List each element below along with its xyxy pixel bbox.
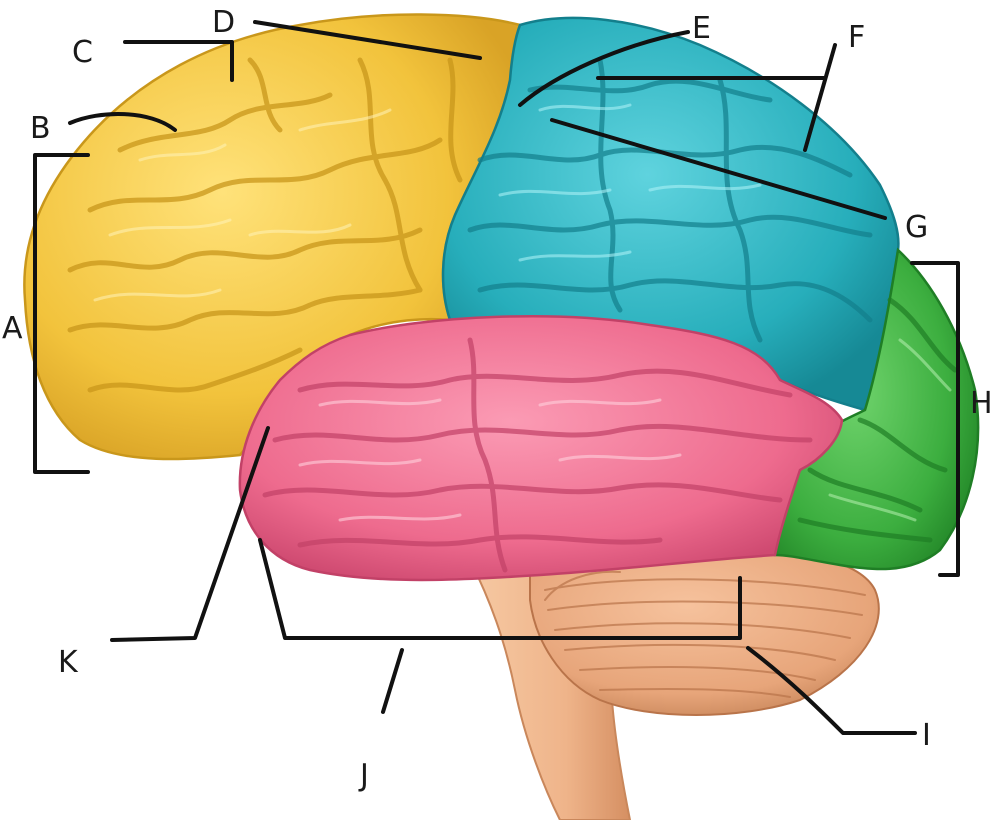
leader-i — [746, 646, 917, 735]
parietal-lobe — [441, 16, 900, 412]
label-k: K — [58, 645, 79, 680]
occipital-lobe — [773, 247, 980, 571]
leader-g — [550, 118, 887, 220]
label-i: I — [922, 718, 931, 753]
labels: A B C D E F G H I J K — [2, 5, 993, 793]
leader-h-bracket — [910, 261, 960, 577]
label-d: D — [212, 5, 235, 40]
leader-j-tail — [381, 648, 404, 714]
label-a: A — [2, 311, 23, 346]
label-h: H — [970, 386, 993, 421]
leader-f-side — [803, 43, 837, 152]
leader-c — [123, 40, 234, 82]
label-b: B — [30, 111, 51, 146]
leader-d — [253, 20, 482, 60]
label-f: F — [848, 20, 865, 55]
leader-a-bracket — [33, 153, 90, 474]
leader-e — [518, 30, 690, 107]
leader-k — [110, 426, 270, 642]
leader-j-bracket — [258, 538, 742, 640]
label-c: C — [72, 35, 93, 70]
label-j: J — [358, 758, 369, 793]
label-g: G — [905, 210, 928, 245]
leader-lines — [33, 20, 960, 735]
cerebellum — [529, 545, 880, 716]
label-e: E — [692, 11, 711, 46]
leader-b — [68, 111, 177, 132]
temporal-lobe — [238, 315, 844, 582]
